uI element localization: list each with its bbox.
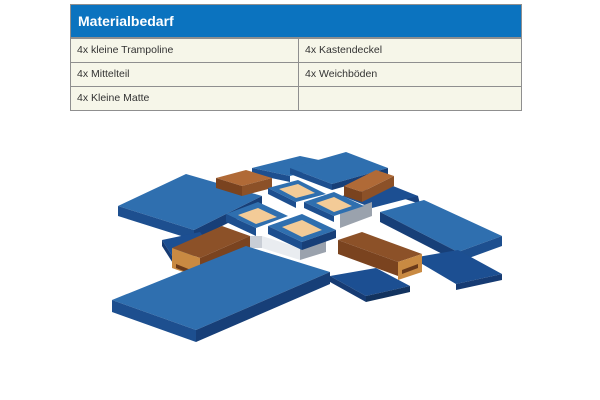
- table-header: Materialbedarf: [71, 5, 521, 38]
- vaulting-box-right: [338, 232, 422, 280]
- table-cell: 4x Mittelteil: [71, 63, 299, 86]
- table-cell: 4x Weichböden: [305, 68, 378, 80]
- trampoline-back-right: [304, 192, 364, 222]
- large-mat-front: [112, 246, 330, 342]
- soft-mat-top-right: [342, 184, 420, 208]
- small-mat-front-right: [330, 268, 410, 302]
- trampoline-front-left: [226, 202, 288, 236]
- box-lid-back-right: [344, 170, 394, 202]
- soft-mat-bottom-right: [412, 250, 502, 290]
- box-lid-back-left: [216, 170, 272, 196]
- table-cell: 4x Kastendeckel: [305, 44, 383, 56]
- trampoline-back-left: [268, 180, 326, 208]
- table-cell: 4x kleine Trampoline: [71, 39, 299, 62]
- table-cell: 4x Kleine Matte: [71, 87, 299, 110]
- trampoline-front-right: [268, 214, 336, 250]
- table-row: 4x Mittelteil 4x Weichböden: [71, 62, 521, 86]
- table-row: 4x kleine Trampoline 4x Kastendeckel: [71, 38, 521, 62]
- table-row: 4x Kleine Matte: [71, 86, 521, 110]
- material-table: Materialbedarf 4x kleine Trampoline 4x K…: [70, 4, 522, 111]
- large-mat-right: [380, 200, 502, 262]
